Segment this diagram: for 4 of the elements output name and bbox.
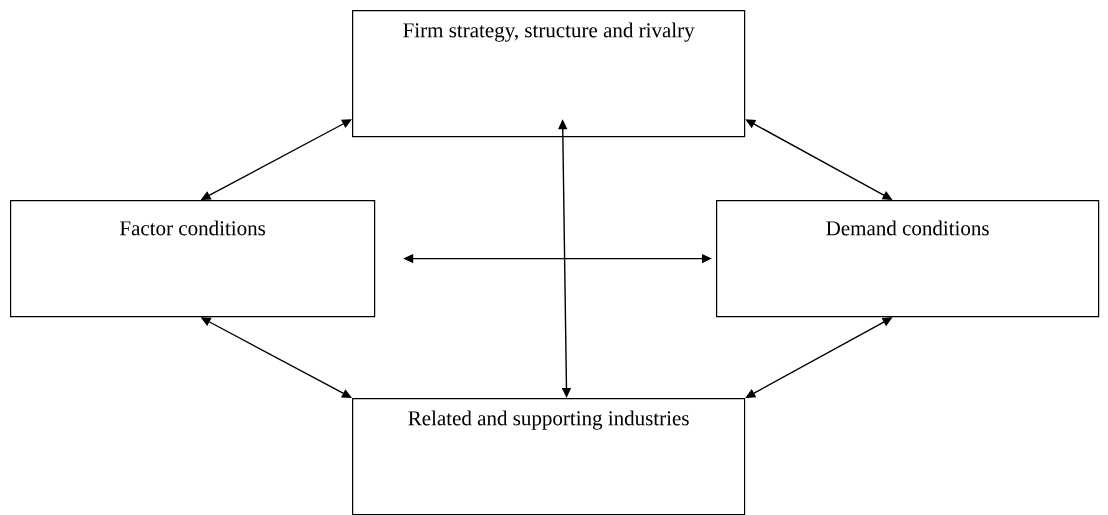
text-box: Demand conditions [716,200,1100,318]
text-box: Firm strategy, structure and rivalry [352,10,746,138]
text-box: Related and supporting industries [352,398,746,515]
text-box: Factor conditions [10,200,376,318]
